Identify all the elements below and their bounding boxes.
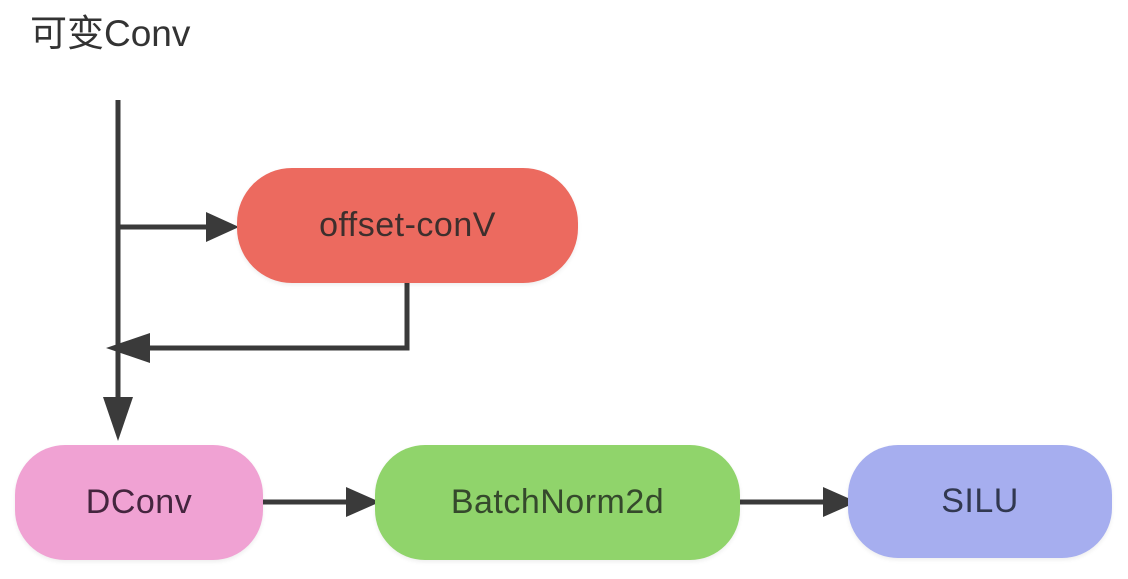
node-silu-label: SILU [941,482,1019,520]
node-offset-conv[interactable]: offset-conV [237,168,578,283]
arrowhead-left-icon [106,333,150,363]
node-silu[interactable]: SILU [848,445,1112,558]
edge-offset-conv-to-main-path [106,283,410,363]
edge-dconv-to-batchnorm2d [263,487,380,517]
arrowhead-down-icon [103,397,133,441]
arrowhead-right-icon [206,212,239,242]
diagram-title: 可变Conv [30,13,191,54]
edge-input-to-dconv [103,100,133,441]
edge-input-to-offset-conv [118,212,239,242]
node-batchnorm2d-label: BatchNorm2d [450,483,665,521]
edge-batchnorm2d-to-silu [740,487,857,517]
node-batchnorm2d[interactable]: BatchNorm2d [375,445,740,560]
node-dconv-label: DConv [85,483,193,521]
node-offset-conv-label: offset-conV [319,206,496,244]
node-dconv[interactable]: DConv [15,445,263,560]
edge-offset-conv-return-line [150,283,410,351]
